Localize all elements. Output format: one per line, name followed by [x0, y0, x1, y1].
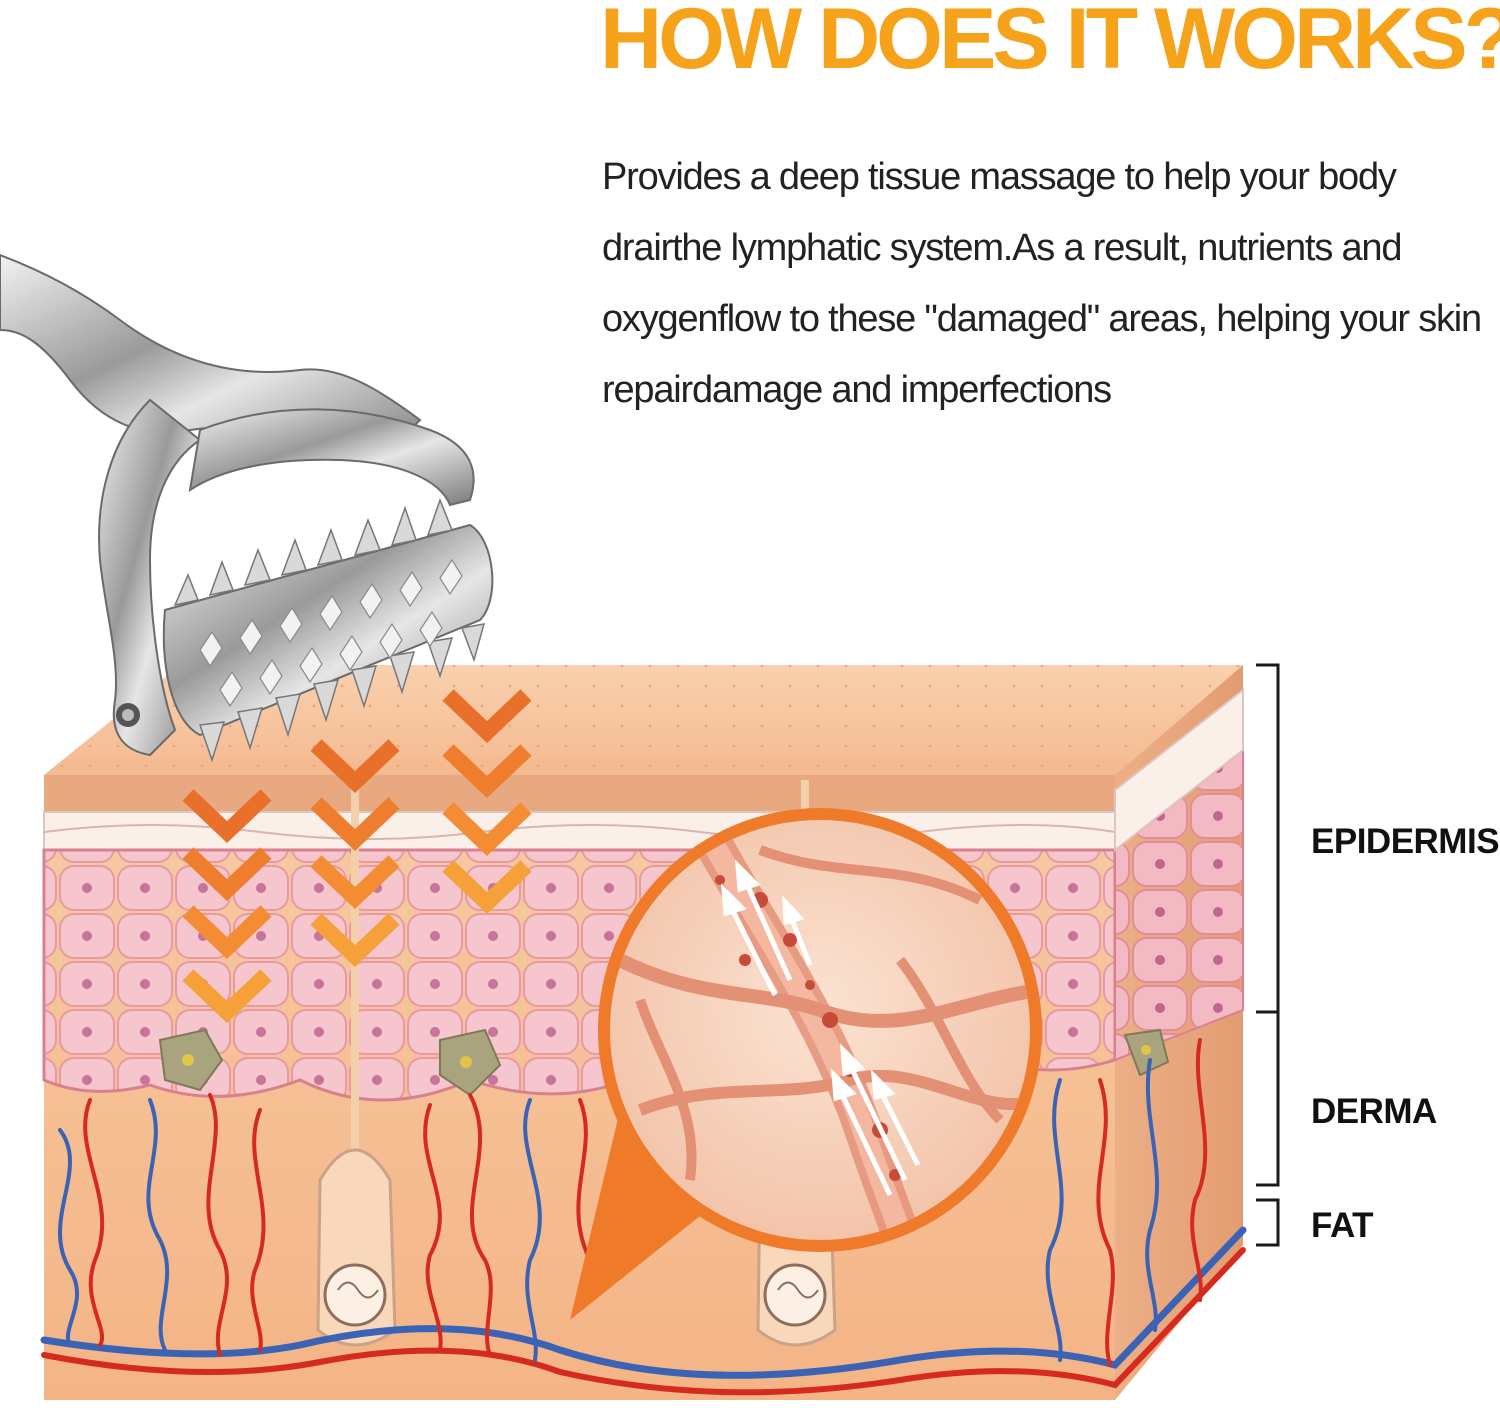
description: Provides a deep tissue massage to help y…: [602, 156, 1482, 411]
massage-roller-icon: [0, 253, 494, 763]
label-derma: DERMA: [1311, 1092, 1437, 1131]
label-epidermis: EPIDERMIS: [1311, 822, 1500, 861]
blood-vessels: [40, 1038, 1247, 1396]
flow-arrow-icon: [720, 859, 921, 1197]
magnifier-pointer: [570, 1110, 720, 1320]
headline: HOW DOES IT WORKS?: [600, 0, 1500, 87]
layer-brackets: [1256, 663, 1280, 1247]
chevron-down-icon: [182, 689, 532, 1024]
magnified-capillaries-icon: [598, 808, 1042, 1252]
label-fat: FAT: [1311, 1206, 1374, 1245]
hair-follicle: [316, 1148, 397, 1347]
